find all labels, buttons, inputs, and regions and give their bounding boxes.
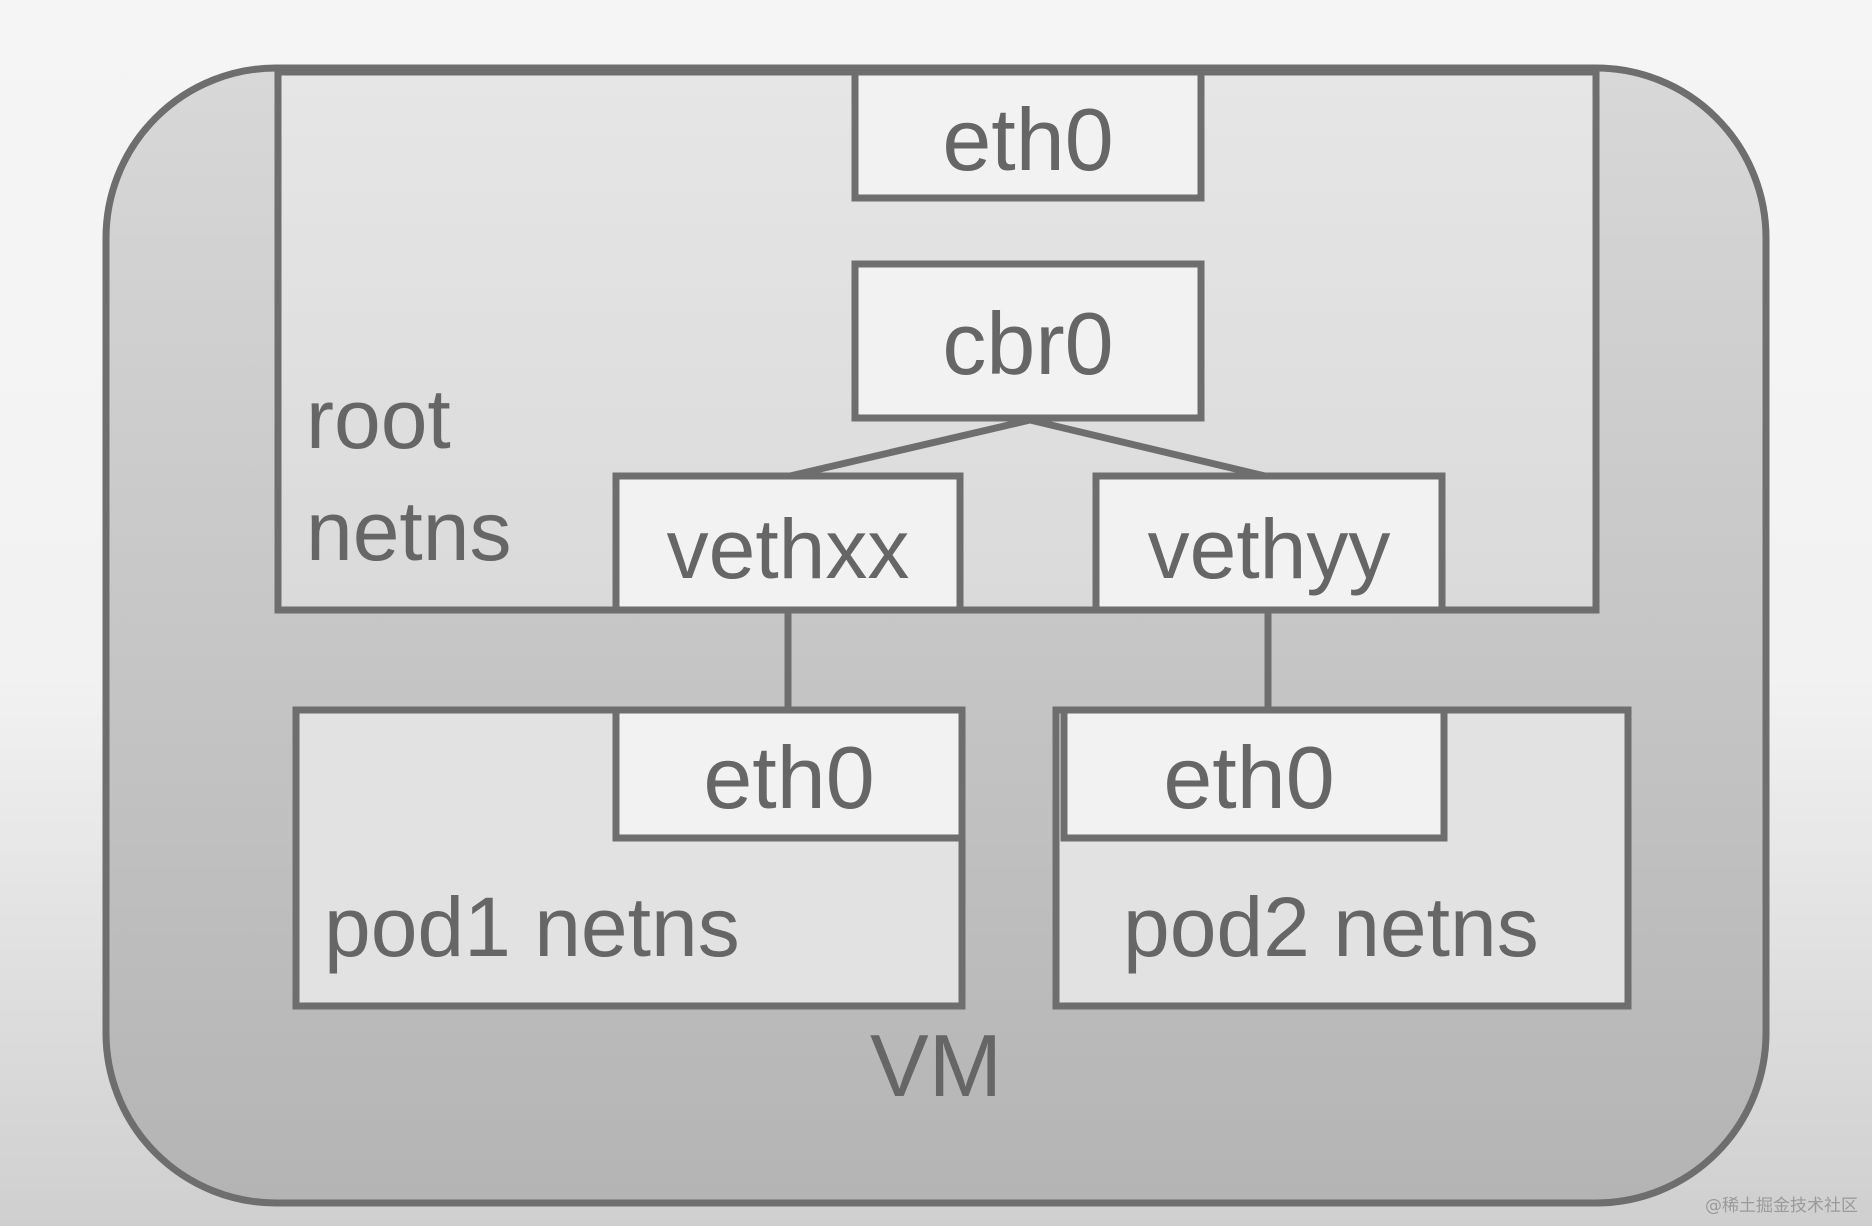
pod1-eth0-box <box>612 706 966 842</box>
vm-label: VM <box>870 1016 1002 1115</box>
pod1-eth0-label: eth0 <box>703 728 874 827</box>
host-eth0-label: eth0 <box>942 90 1113 189</box>
bridge-to-vethyy-link <box>1029 416 1266 480</box>
vethxx-box <box>612 472 964 614</box>
bridge-to-vethxx-link <box>789 416 1031 480</box>
vethyy-box <box>1092 472 1446 614</box>
host-eth0-box <box>851 68 1205 202</box>
pod2-netns-label: pod2 netns <box>1123 880 1539 974</box>
bridge-label: cbr0 <box>942 294 1113 393</box>
root-netns-label-line2: netns <box>306 484 512 578</box>
vethyy-label: vethyy <box>1148 502 1391 596</box>
pod2-eth0-box <box>1060 706 1448 842</box>
vethxx-label: vethxx <box>667 502 910 596</box>
bridge-box <box>851 260 1205 422</box>
pod2-eth0-label: eth0 <box>1163 728 1334 827</box>
root-netns-label-line1: root <box>306 372 451 466</box>
watermark-text: @稀土掘金技术社区 <box>1705 1196 1858 1216</box>
pod1-netns-label: pod1 netns <box>324 880 740 974</box>
